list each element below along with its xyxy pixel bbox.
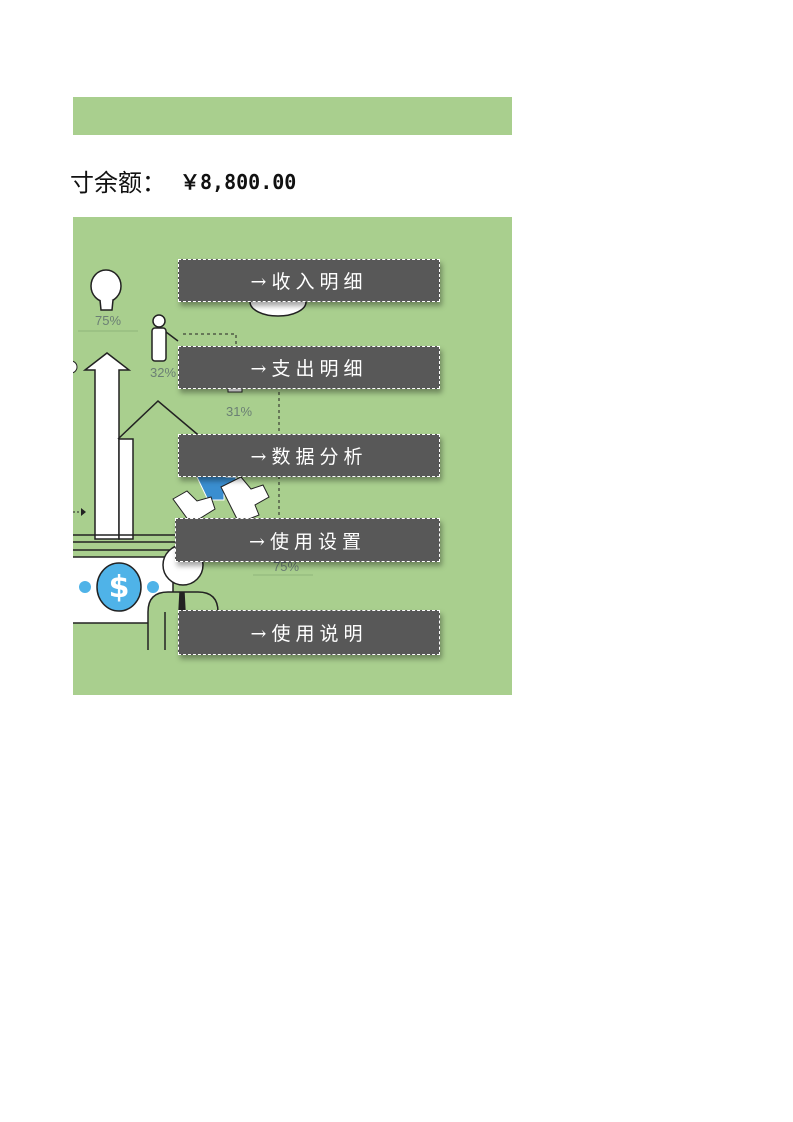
balance-value: ￥8,800.00 [180, 170, 297, 194]
balloon-icon [90, 269, 122, 311]
dollar-icon: $ [79, 562, 159, 612]
navigation-panel: $ 75% 32% 31% 75% →收入明细 →支出明细 →数据分析 →使用设… [73, 217, 512, 695]
data-analysis-button[interactable]: →数据分析 [178, 434, 440, 477]
settings-button[interactable]: →使用设置 [175, 518, 440, 562]
income-details-button[interactable]: →收入明细 [178, 259, 440, 302]
percent-label: 75% [273, 559, 300, 574]
percent-label: 31% [226, 404, 253, 419]
background-illustration: $ [73, 269, 313, 650]
person-icon [151, 314, 179, 362]
balance-label: 寸余额： [70, 169, 166, 195]
header-bar [73, 97, 512, 135]
arrow-up-icon [82, 352, 204, 540]
expense-details-button[interactable]: →支出明细 [178, 346, 440, 389]
percent-label: 75% [95, 313, 122, 328]
instructions-button[interactable]: →使用说明 [178, 610, 440, 655]
balance-row: 寸余额： ￥8,800.00 [70, 163, 520, 195]
svg-text:$: $ [109, 570, 130, 605]
percent-label: 32% [150, 365, 177, 380]
